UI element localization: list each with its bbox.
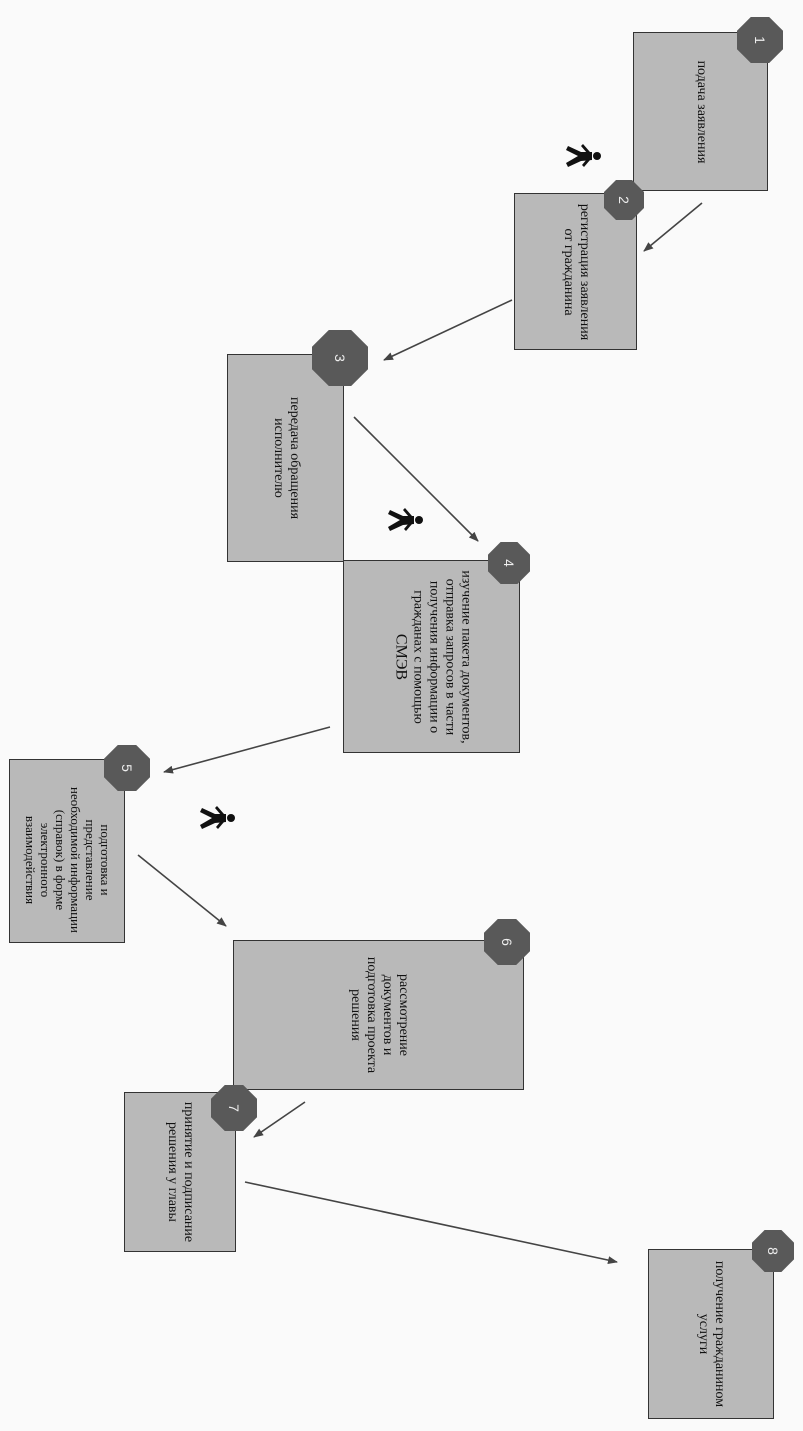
step-1-box: подача заявления bbox=[633, 32, 768, 191]
arrow-1-to-2 bbox=[643, 202, 703, 252]
walking-person-icon bbox=[388, 508, 423, 531]
arrow-4-to-5 bbox=[163, 726, 331, 774]
step-2-label: регистрация заявления от гражданина bbox=[560, 203, 592, 340]
step-8-box: получение гражданином услуги bbox=[648, 1249, 774, 1419]
step-8-badge: 8 bbox=[752, 1230, 794, 1272]
step-3-label: передача обращения исполнителю bbox=[270, 396, 302, 520]
step-5-box: подготовка и представление необходимой и… bbox=[9, 759, 125, 943]
step-3-badge: 3 bbox=[312, 330, 368, 386]
step-4-label: изучение пакета документов, отправка зап… bbox=[391, 569, 473, 744]
step-6-label: рассмотрение документов и подготовка про… bbox=[347, 956, 411, 1074]
step-3-box: передача обращения исполнителю bbox=[227, 354, 344, 562]
step-7-badge: 7 bbox=[211, 1085, 257, 1131]
step-5-badge: 5 bbox=[104, 745, 150, 791]
step-7-label: принятие и подписание решения у главы bbox=[165, 1101, 197, 1243]
step-8-label: получение гражданином услуги bbox=[696, 1260, 728, 1408]
step-6-box: рассмотрение документов и подготовка про… bbox=[233, 940, 524, 1090]
walking-person-icon bbox=[566, 144, 601, 167]
arrow-7-to-8 bbox=[244, 1181, 618, 1265]
step-2-badge: 2 bbox=[604, 180, 644, 220]
step-5-label: подготовка и представление необходимой и… bbox=[23, 787, 113, 934]
arrow-6-to-7 bbox=[253, 1101, 306, 1138]
arrow-5-to-6 bbox=[137, 854, 227, 927]
step-4-badge: 4 bbox=[488, 542, 530, 584]
arrow-2-to-3 bbox=[383, 299, 513, 361]
walking-person-icon bbox=[200, 806, 235, 829]
step-1-label: подача заявления bbox=[693, 60, 709, 163]
step-4-box: изучение пакета документов, отправка зап… bbox=[343, 560, 520, 753]
step-6-badge: 6 bbox=[484, 919, 530, 965]
step-1-badge: 1 bbox=[737, 17, 783, 63]
